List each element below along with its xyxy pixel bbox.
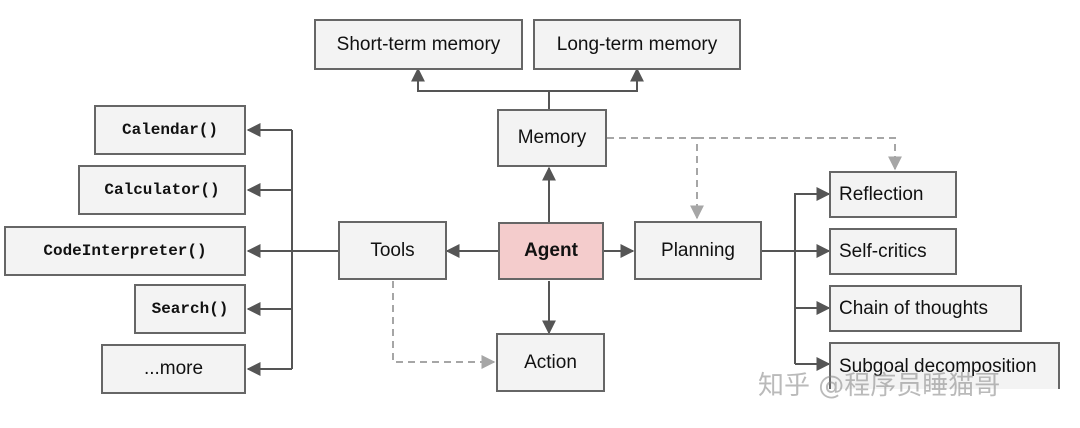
edge-planning-bus bbox=[762, 193, 828, 364]
planning-node: Planning bbox=[634, 221, 762, 280]
short-term-memory-node: Short-term memory bbox=[314, 19, 523, 70]
action-node: Action bbox=[496, 333, 605, 392]
edge-memory-planning-dashed bbox=[607, 137, 704, 220]
edge-tools-bus bbox=[291, 130, 338, 369]
agent-node: Agent bbox=[498, 222, 604, 280]
calendar-node: Calendar() bbox=[94, 105, 246, 155]
chain-of-thoughts-node: Chain of thoughts bbox=[829, 285, 1022, 332]
code-interpreter-node: CodeInterpreter() bbox=[4, 226, 246, 276]
edge-memory-reflection-dashed bbox=[697, 137, 902, 171]
edge-memory-stm-ltm bbox=[417, 70, 638, 109]
memory-node: Memory bbox=[497, 109, 607, 167]
watermark-text: 知乎 @程序员睡猫哥 bbox=[758, 371, 1001, 401]
calculator-node: Calculator() bbox=[78, 165, 246, 215]
more-tools-node: ...more bbox=[101, 344, 246, 394]
subgoal-decomposition-node: Subgoal decomposition bbox=[829, 342, 1060, 389]
reflection-node: Reflection bbox=[829, 171, 957, 218]
tools-node: Tools bbox=[338, 221, 447, 280]
self-critics-node: Self-critics bbox=[829, 228, 957, 275]
edge-tools-action-dashed bbox=[392, 281, 496, 369]
long-term-memory-node: Long-term memory bbox=[533, 19, 741, 70]
search-node: Search() bbox=[134, 284, 246, 334]
